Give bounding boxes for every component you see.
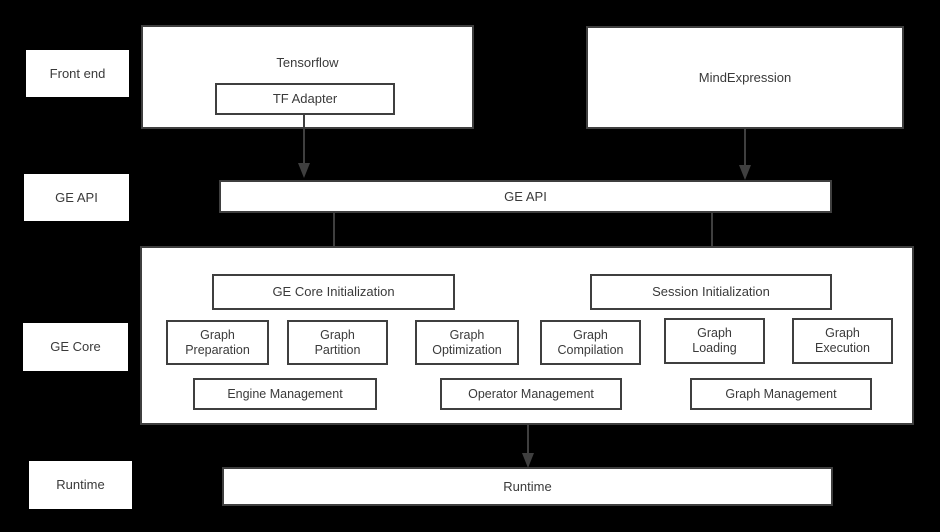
layer-label-front-end: Front end (26, 50, 129, 97)
graph-compilation-line2: Compilation (557, 342, 624, 357)
runtime-bar[interactable]: Runtime (222, 467, 833, 506)
graph-optimization-box[interactable]: Graph Optimization (415, 320, 519, 365)
connector-mindexpression-to-ge-api (739, 129, 751, 180)
layer-label-ge-api: GE API (24, 174, 129, 221)
graph-loading-line1: Graph (697, 326, 732, 341)
graph-compilation-line1: Graph (573, 327, 608, 342)
graph-preparation-line1: Graph (200, 327, 235, 342)
operator-management-box[interactable]: Operator Management (440, 378, 622, 410)
graph-execution-line2: Execution (815, 341, 870, 355)
graph-compilation-box[interactable]: Graph Compilation (540, 320, 641, 365)
layer-label-ge-core: GE Core (23, 323, 128, 371)
ge-core-container: GE Core Initialization Session Initializ… (140, 246, 914, 425)
layer-label-runtime: Runtime (29, 461, 132, 509)
connector-ge-core-to-runtime (522, 425, 534, 468)
graph-management-box[interactable]: Graph Management (690, 378, 872, 410)
graph-loading-box[interactable]: Graph Loading (664, 318, 765, 364)
tf-adapter-box[interactable]: TF Adapter (215, 83, 395, 115)
ge-core-initialization-box[interactable]: GE Core Initialization (212, 274, 455, 310)
graph-partition-box[interactable]: Graph Partition (287, 320, 388, 365)
graph-preparation-line2: Preparation (185, 342, 250, 357)
ge-api-bar[interactable]: GE API (219, 180, 832, 213)
session-initialization-box[interactable]: Session Initialization (590, 274, 832, 310)
engine-management-box[interactable]: Engine Management (193, 378, 377, 410)
graph-preparation-box[interactable]: Graph Preparation (166, 320, 269, 365)
graph-execution-box[interactable]: Graph Execution (792, 318, 893, 364)
graph-partition-line2: Partition (314, 342, 361, 357)
graph-optimization-line1: Graph (449, 327, 485, 342)
mindexpression-container: MindExpression (586, 26, 904, 129)
graph-loading-line2: Loading (692, 341, 737, 355)
tensorflow-title: Tensorflow (276, 55, 339, 70)
graph-execution-line1: Graph (825, 326, 860, 341)
connector-tf-adapter-to-ge-api (298, 113, 310, 178)
graph-partition-line1: Graph (320, 327, 355, 342)
tensorflow-container: Tensorflow TF Adapter (141, 25, 474, 129)
graph-optimization-line2: Optimization (432, 342, 502, 357)
